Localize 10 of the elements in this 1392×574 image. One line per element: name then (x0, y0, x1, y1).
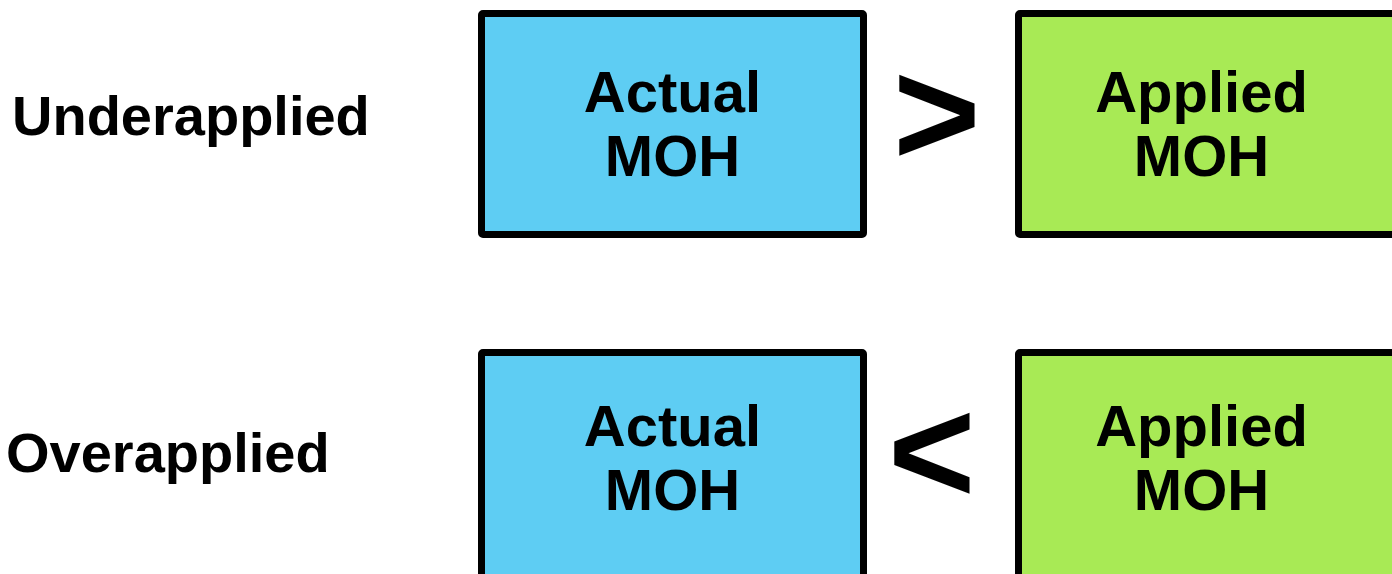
box-label: Actual MOH (582, 60, 763, 188)
process-box (478, 349, 867, 574)
box-label: Applied MOH (1094, 394, 1309, 522)
box-label: Applied MOH (1094, 60, 1309, 188)
process-box (1015, 10, 1392, 238)
process-box (1015, 349, 1392, 574)
process-box (478, 10, 867, 238)
box-label: Actual MOH (582, 394, 763, 522)
comparison-sign: < (888, 376, 976, 526)
comparison-sign: > (893, 38, 981, 188)
